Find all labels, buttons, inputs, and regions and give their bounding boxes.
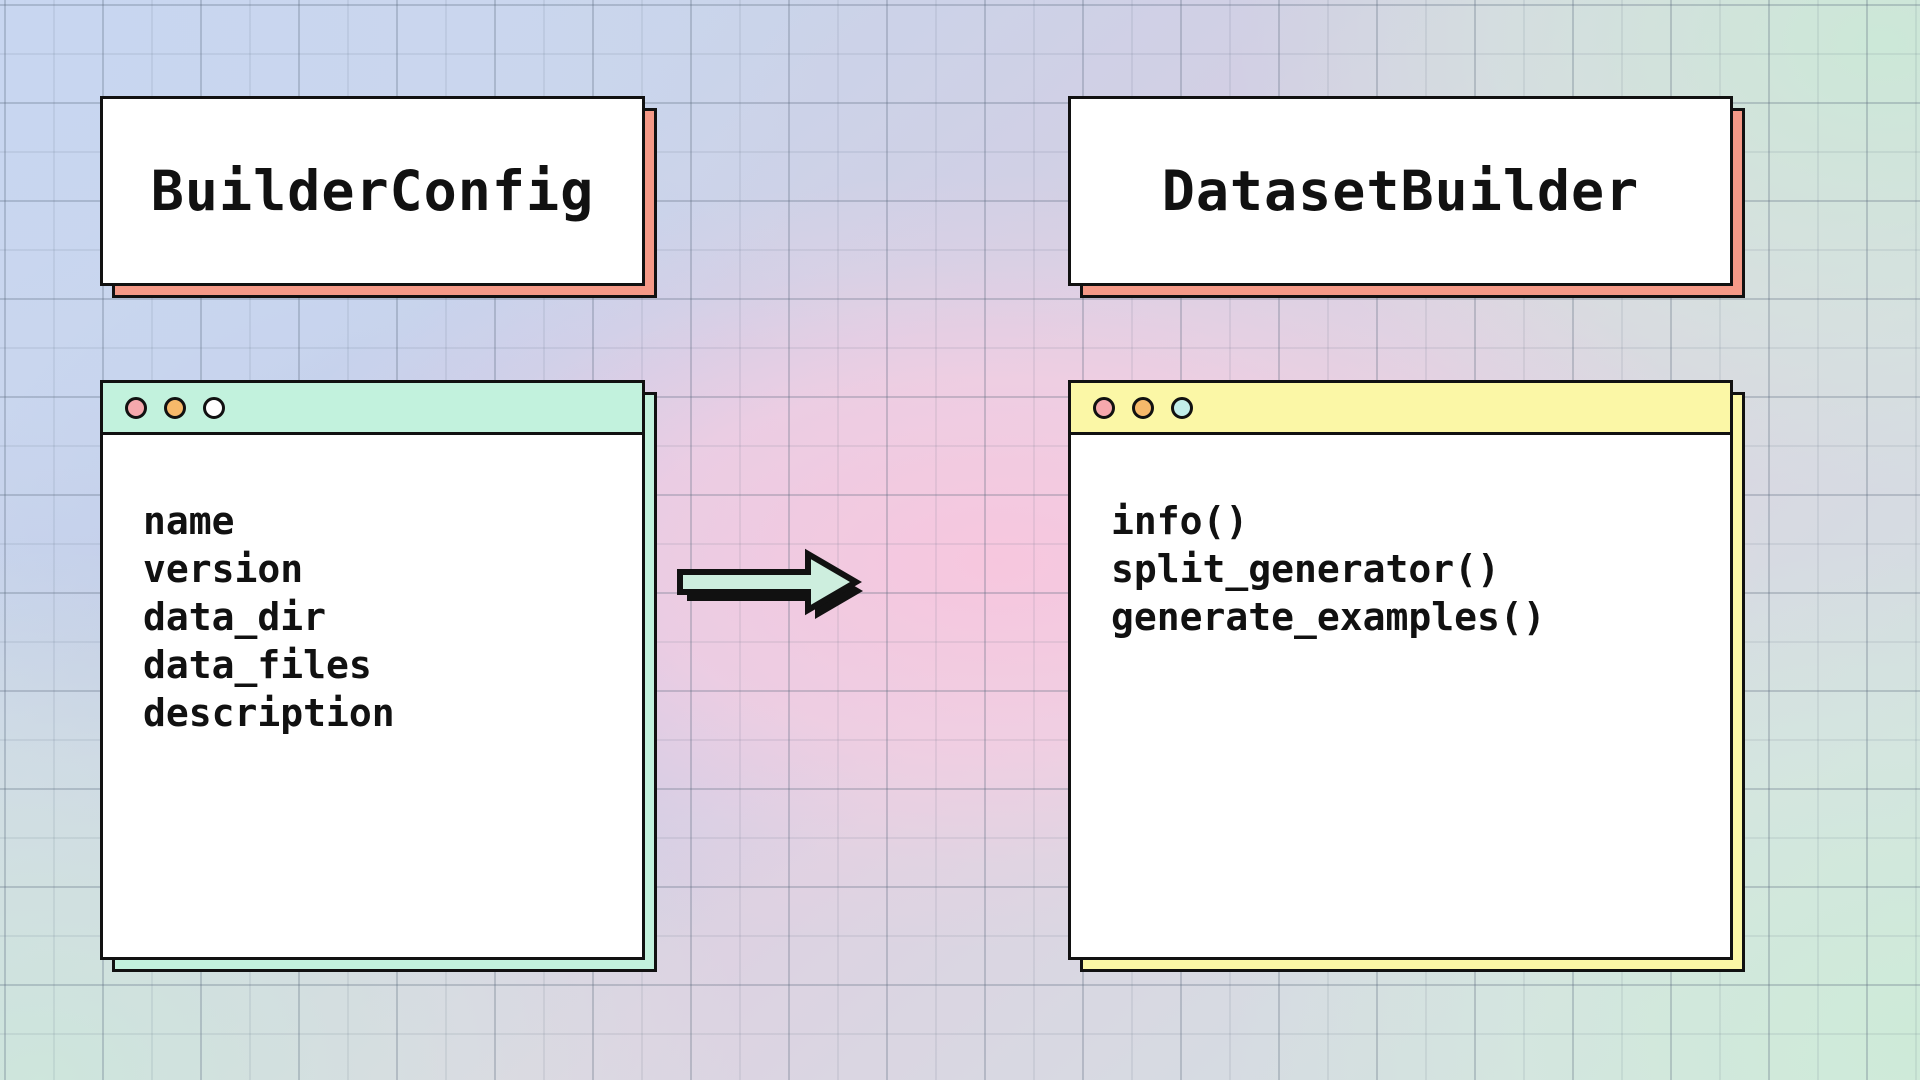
minimize-dot[interactable] bbox=[1132, 396, 1154, 419]
list-item: description bbox=[143, 691, 395, 735]
builder-config-title: BuilderConfig bbox=[150, 159, 595, 223]
list-item: split_generator() bbox=[1111, 547, 1500, 591]
builder-config-title-card[interactable]: BuilderConfig bbox=[100, 96, 645, 286]
maximize-dot[interactable] bbox=[1171, 396, 1193, 419]
list-item: data_dir bbox=[143, 595, 327, 639]
list-item: version bbox=[143, 547, 304, 591]
minimize-dot[interactable] bbox=[164, 396, 186, 419]
dataset-builder-methods: info() split_generator() generate_exampl… bbox=[1071, 435, 1730, 957]
list-item: generate_examples() bbox=[1111, 595, 1546, 639]
list-item: name bbox=[143, 499, 235, 543]
builder-config-fields: name version data_dir data_files descrip… bbox=[103, 435, 642, 957]
flow-arrow-icon bbox=[677, 548, 863, 619]
builder-config-window[interactable]: name version data_dir data_files descrip… bbox=[100, 380, 645, 960]
dataset-builder-window[interactable]: info() split_generator() generate_exampl… bbox=[1068, 380, 1733, 960]
dataset-builder-title: DatasetBuilder bbox=[1161, 159, 1640, 223]
arrow-body bbox=[677, 548, 862, 616]
maximize-dot[interactable] bbox=[203, 396, 225, 419]
close-dot[interactable] bbox=[1093, 396, 1115, 419]
dataset-builder-titlebar bbox=[1071, 383, 1730, 435]
flow-arrow bbox=[672, 548, 864, 620]
list-item: info() bbox=[1111, 499, 1249, 543]
dataset-builder-title-card[interactable]: DatasetBuilder bbox=[1068, 96, 1733, 286]
builder-config-titlebar bbox=[103, 383, 642, 435]
list-item: data_files bbox=[143, 643, 372, 687]
close-dot[interactable] bbox=[125, 396, 147, 419]
